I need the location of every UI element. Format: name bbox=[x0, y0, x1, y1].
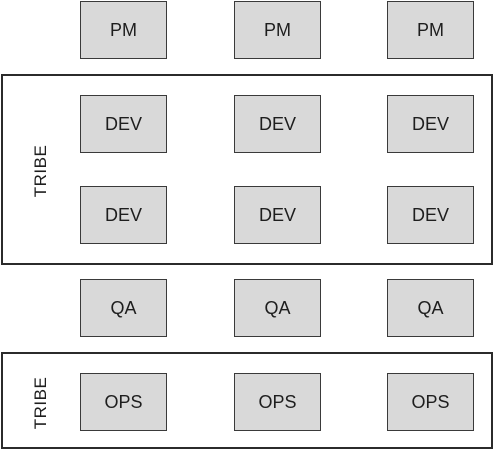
tribe-label-dev: TRIBE bbox=[31, 144, 50, 198]
ops-box-2: OPS bbox=[234, 373, 321, 431]
dev-box-2: DEV bbox=[234, 95, 321, 153]
pm-box-3: PM bbox=[387, 1, 474, 59]
dev-box-3: DEV bbox=[387, 95, 474, 153]
dev-box-4: DEV bbox=[80, 186, 167, 244]
dev-box-6: DEV bbox=[387, 186, 474, 244]
qa-box-2: QA bbox=[234, 279, 321, 337]
dev-box-5: DEV bbox=[234, 186, 321, 244]
pm-box-1: PM bbox=[80, 1, 167, 59]
pm-box-2: PM bbox=[234, 1, 321, 59]
ops-box-1: OPS bbox=[80, 373, 167, 431]
tribe-label-ops: TRIBE bbox=[31, 376, 50, 430]
dev-box-1: DEV bbox=[80, 95, 167, 153]
ops-box-3: OPS bbox=[387, 373, 474, 431]
qa-box-3: QA bbox=[387, 279, 474, 337]
qa-box-1: QA bbox=[80, 279, 167, 337]
